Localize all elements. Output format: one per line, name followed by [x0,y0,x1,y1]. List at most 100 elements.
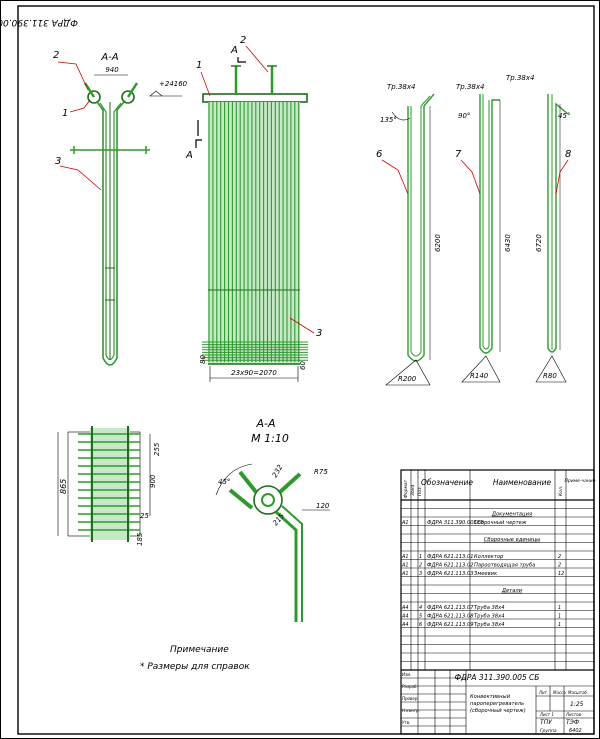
callout-3-b: 3 [316,328,322,339]
spec-pos: 5 [419,613,422,619]
tb-role: Утв. [402,720,410,725]
section-aa-large-scale: М 1:10 [251,432,289,445]
plan-view: 865 255 900 185 25 [57,426,161,546]
spec-format: А1 [401,554,409,560]
cut-label-top: А [230,45,238,56]
plan-dim-d: 25 [140,512,149,520]
coil-8-length: 6720 [535,234,543,252]
spec-designation: ФДРА 311.390.005СБ [427,520,484,526]
dim-r75: R75 [314,468,328,476]
angle-label: 45° [218,478,230,486]
spec-qty: 12 [558,571,564,577]
plan-dim-b: 900 [149,474,157,488]
spec-format: А1 [401,562,409,568]
elevation-mark: +24160 [159,80,188,88]
spec-name: Сборочные единицы [484,537,540,543]
tb-role: Провер. [402,696,419,701]
tb-name-line1: Конвективный [470,694,511,700]
spec-pos: 1 [419,554,422,560]
section-aa-small: А-А 940 +24160 2 1 3 [53,50,188,366]
hdr-designation: Обозначение [421,478,473,487]
coil-8-pipe: Тр.38х4 [506,74,534,82]
dim-232: 232 [271,463,285,479]
hdr-name: Наименование [493,478,552,487]
callout-2-b: 2 [240,35,246,46]
tb-org1: ТПУ [540,719,552,726]
spec-designation: ФДРА 621.113.03 [427,571,474,577]
notes-text: * Размеры для справок [140,662,250,672]
coil-6-radius: R200 [398,375,417,383]
inner-frame [17,5,595,735]
callout-1-b: 1 [196,60,202,71]
section-aa-width: 940 [105,66,119,74]
tb-code: ФДРА 311.390.005 СБ [455,673,540,682]
coil-7: Тр.38х4 90° 6430 R140 7 [455,83,512,383]
spec-qty: 1 [558,613,561,619]
spec-pos: 2 [419,562,422,568]
section-aa-large: А-А М 1:10 45° R75 232 215 120 [215,417,330,622]
coil-7-pipe: Тр.38х4 [456,83,484,91]
callout-1-a: 1 [62,108,68,119]
coil-8-angle: 45° [558,112,570,120]
tb-scale: 1:25 [570,701,584,708]
tb-org2: ТЭФ [566,719,579,726]
spec-qty: 2 [558,562,561,568]
hdr-zone: Зона [410,484,416,496]
tb-name-line2: пароперегреватель [470,701,524,707]
coil-6: Тр.38х4 135° 6200 R200 6 [376,83,442,386]
plan-dim-a: 255 [153,442,161,456]
plan-dim-h: 865 [59,479,68,494]
hdr-pos: Поз. [417,486,423,496]
plan-dim-c: 185 [136,532,144,546]
spec-format: А4 [401,613,409,619]
hdr-format: Формат [403,479,409,498]
tb-lit: Лит. [538,690,548,695]
callout-2-a: 2 [53,50,59,61]
section-aa-title: А-А [100,52,118,63]
spec-designation: ФДРА 621.113.07 [427,605,474,611]
rotated-stamp: ФДРА 311.390.005 СБ [0,17,78,27]
spec-designation: ФДРА 621.113.01 [427,554,474,560]
spec-designation: ФДРА 621.113.02 [427,562,474,568]
spec-name: Труба 38х4 [474,605,505,611]
coil-6-callout: 6 [376,149,382,160]
spec-format: А1 [401,520,409,526]
tb-sheet: Лист 1 [539,712,554,717]
coil-7-length: 6430 [504,234,512,252]
spec-format: А4 [401,622,409,628]
tb-scale-hdr: Масштаб [568,690,588,695]
pitch-dimension: 23x90=2070 [231,369,277,377]
spec-designation: ФДРА 621.113.08 [427,613,474,619]
front-view: А А 2 1 3 23x90=2070 80 60 [185,35,322,382]
spec-name: Коллектор [474,554,504,560]
coil-7-radius: R140 [470,372,489,380]
tb-name-line3: (сборочный чертеж) [470,708,526,714]
tb-mass: Масса [553,690,566,695]
section-aa-large-title: А-А [255,417,275,430]
hdr-qty: Кол. [558,486,564,496]
spec-name: Змеевик [474,571,498,577]
tb-role: Изм. [402,672,411,677]
spec-qty: 1 [558,622,561,628]
spec-name: Труба 38х4 [474,622,505,628]
coil-7-angle: 90° [458,112,470,120]
spec-name: Документация [491,511,532,517]
coil-6-pipe: Тр.38х4 [387,83,415,91]
spec-name: Пароотводящая труба [474,562,535,568]
spec-designation: ФДРА 621.113.09 [427,622,474,628]
spec-name: Детали [501,588,523,594]
coil-6-length: 6200 [434,234,442,252]
coil-6-angle: 135° [380,116,397,124]
notes-title: Примечание [170,645,229,655]
spec-name: Труба 38х4 [474,613,505,619]
specification-table: Формат Зона Поз. Обозначение Наименовани… [400,469,596,735]
coil-8: Тр.38х4 45° 6720 R80 8 [506,74,571,383]
tb-group-no: 6402 [569,728,582,734]
spec-pos: 3 [419,571,422,577]
spec-format: А1 [401,571,409,577]
tb-group: Группа [540,728,557,734]
coil-7-callout: 7 [455,149,462,160]
spec-pos: 6 [419,622,422,628]
